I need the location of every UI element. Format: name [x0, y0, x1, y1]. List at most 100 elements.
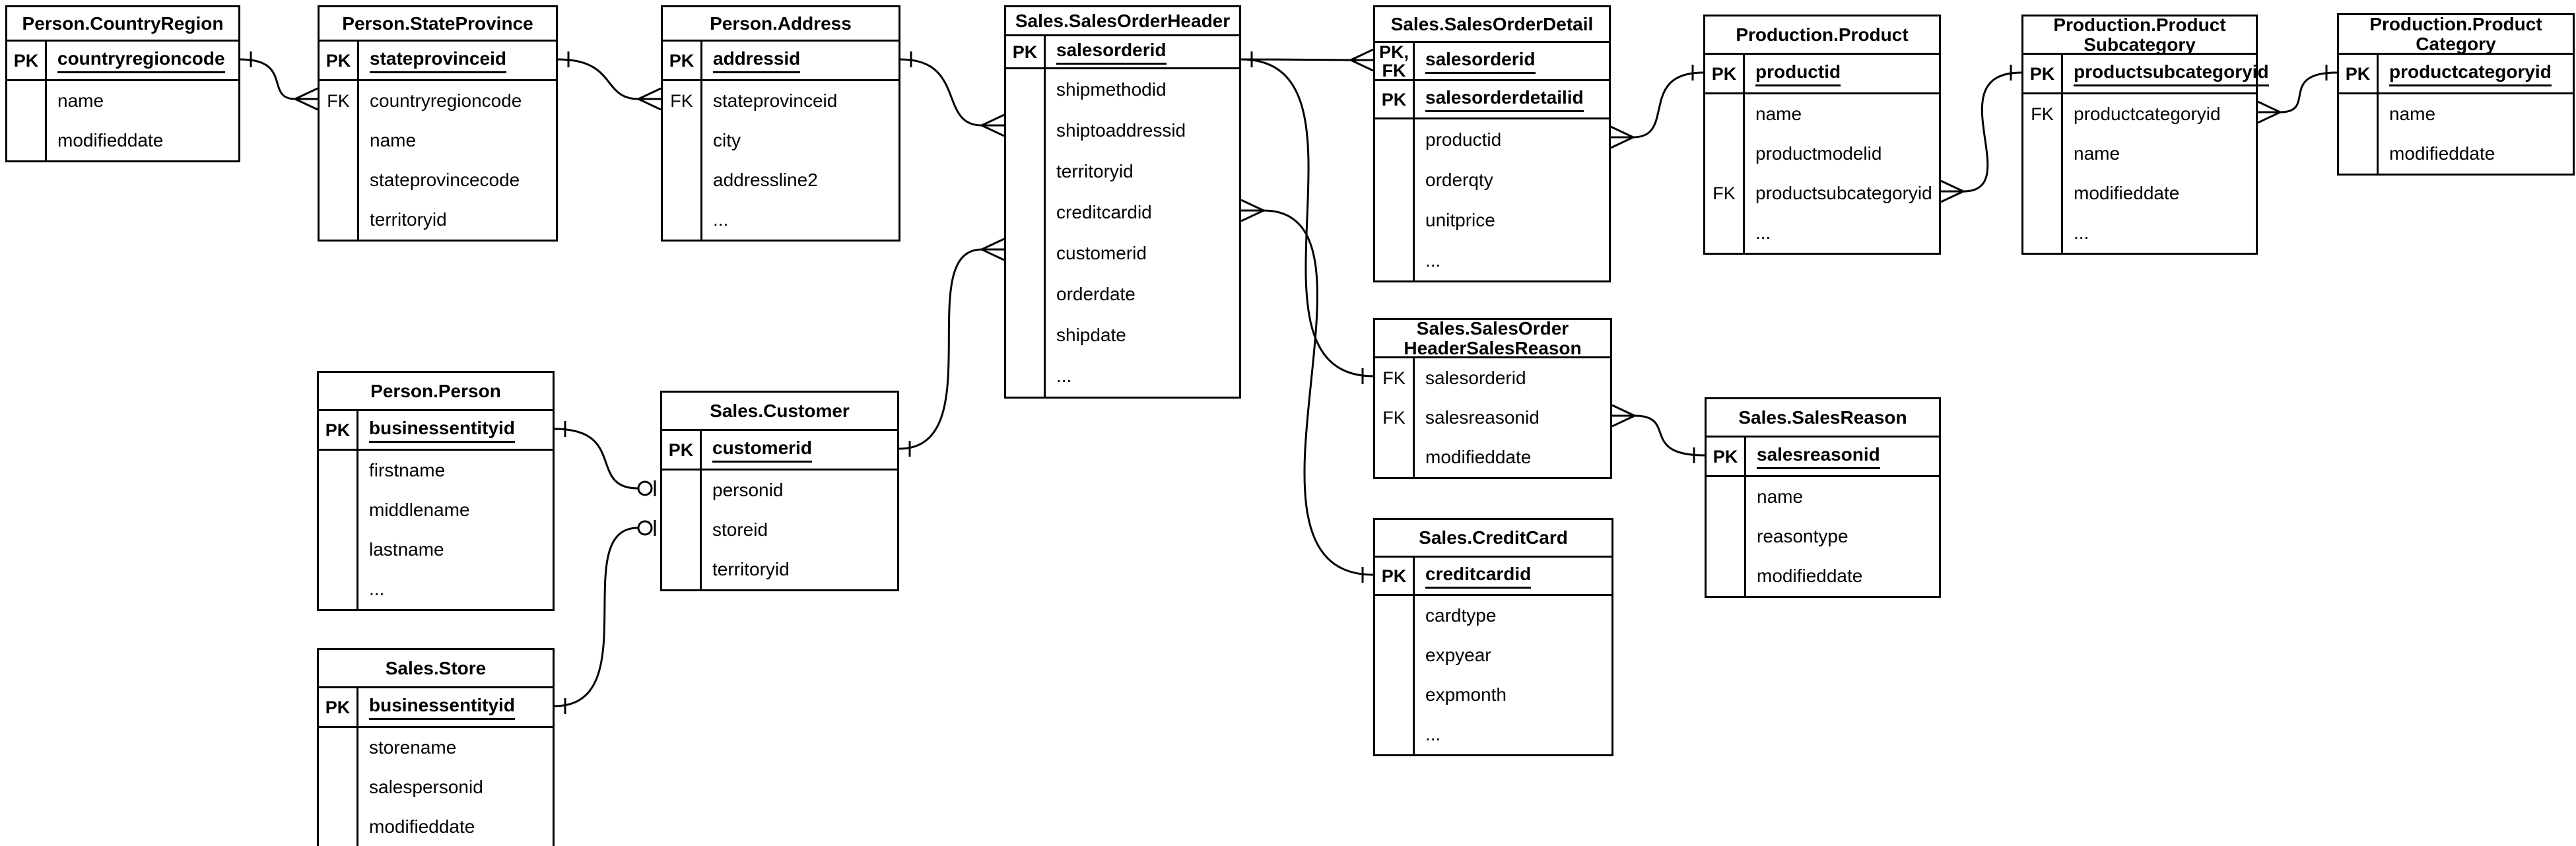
crowsfoot-many-marker [1610, 136, 1634, 149]
key-label [662, 550, 702, 589]
key-label [319, 490, 358, 530]
key-label [7, 121, 47, 160]
key-label [1705, 94, 1745, 134]
attribute-name: ... [1755, 222, 1771, 243]
key-label: FK [1375, 398, 1415, 438]
attribute-row: name [1707, 477, 1939, 517]
attribute-name: ... [1425, 249, 1441, 271]
crowsfoot-many-marker [2257, 111, 2281, 124]
attribute-cell: salesreasonid [1746, 438, 1880, 475]
attribute-cell: modifieddate [1415, 438, 1531, 477]
attribute-cell: stateprovincecode [359, 160, 520, 200]
attribute-name: ... [1056, 366, 1072, 386]
key-label: FK [1375, 358, 1415, 398]
attribute-name: territoryid [370, 209, 447, 230]
attribute-name: storeid [712, 519, 768, 540]
attribute-cell: modifieddate [1746, 556, 1862, 596]
attribute-name: modifieddate [1425, 447, 1532, 467]
attribute-name: modifieddate [369, 816, 475, 837]
attribute-name: salesreasonid [1425, 407, 1540, 428]
relationship-salesorderheader-salesorderdetail [1240, 48, 1374, 72]
attribute-name: orderdate [1056, 284, 1135, 304]
crowsfoot-many-marker [1610, 125, 1634, 139]
attribute-row: orderdate [1006, 274, 1239, 315]
attribute-cell: orderqty [1415, 160, 1493, 200]
key-label [1707, 517, 1746, 556]
key-label [1375, 200, 1415, 240]
key-label [663, 200, 702, 240]
pk-attribute-name: productid [1755, 61, 1841, 86]
crowsfoot-many-marker [981, 114, 1005, 127]
attribute-row: customerid [1006, 233, 1239, 274]
attribute-row: FK salesreasonid [1375, 398, 1610, 438]
attribute-name: personid [712, 480, 784, 500]
attribute-cell: salesorderid [1046, 36, 1167, 67]
relationship-salesorderdetail-product [1610, 65, 1704, 149]
key-label: FK [2023, 94, 2063, 134]
key-label [2023, 134, 2063, 174]
attribute-row: unitprice [1375, 200, 1609, 240]
attribute-name: ... [2074, 222, 2089, 243]
attribute-cell: name [2063, 134, 2120, 174]
relationship-line [1240, 58, 1351, 61]
attribute-row: firstname [319, 451, 553, 490]
attribute-row: addressline2 [663, 160, 898, 200]
attribute-row: name [320, 121, 556, 160]
attribute-name: salespersonid [369, 777, 483, 797]
attribute-row: city [663, 121, 898, 160]
attribute-cell: shiptoaddressid [1046, 110, 1186, 151]
relationship-line [898, 248, 982, 450]
attribute-name: modifieddate [57, 130, 164, 150]
key-label: PK [319, 411, 358, 449]
key-label [2023, 213, 2063, 253]
attribute-name: city [713, 130, 741, 150]
attribute-cell: orderdate [1046, 274, 1135, 315]
table-title: Sales.SalesOrderHeader [1006, 7, 1239, 36]
crowsfoot-many-marker [1611, 404, 1635, 417]
attribute-name: name [1757, 486, 1804, 507]
attribute-cell: productid [1745, 55, 1841, 92]
attribute-cell: countryregioncode [359, 81, 522, 121]
attribute-cell: stateprovinceid [359, 42, 506, 79]
key-label [1006, 233, 1046, 274]
attribute-cell: productid [1415, 119, 1501, 160]
attribute-row: name [1705, 94, 1939, 134]
attribute-row: salespersonid [319, 767, 553, 807]
attribute-cell: modifieddate [47, 121, 163, 160]
attribute-name: modifieddate [2389, 143, 2495, 164]
attribute-name: shipdate [1056, 325, 1126, 345]
attribute-cell: productcategoryid [2063, 94, 2221, 134]
attribute-name: expyear [1425, 645, 1491, 665]
relationship-line [1634, 414, 1705, 457]
relationship-line [1263, 209, 1374, 576]
relationship-countryregion-stateprovince [240, 51, 318, 111]
key-label [662, 510, 702, 550]
attribute-name: reasontype [1757, 526, 1848, 546]
attribute-row: creditcardid [1006, 192, 1239, 233]
key-label [1006, 274, 1046, 315]
key-label: FK [1705, 174, 1745, 213]
attribute-cell: ... [358, 569, 384, 609]
attribute-cell: stateprovinceid [702, 81, 837, 121]
attribute-cell: name [1746, 477, 1803, 517]
attribute-cell: lastname [358, 530, 444, 569]
attribute-row: name [2339, 94, 2573, 134]
key-label [2023, 174, 2063, 213]
key-label: PK [319, 688, 358, 726]
attribute-row: ... [319, 569, 553, 609]
key-label [1006, 315, 1046, 356]
attribute-cell: shipmethodid [1046, 69, 1167, 110]
attribute-cell: ... [2063, 213, 2089, 253]
